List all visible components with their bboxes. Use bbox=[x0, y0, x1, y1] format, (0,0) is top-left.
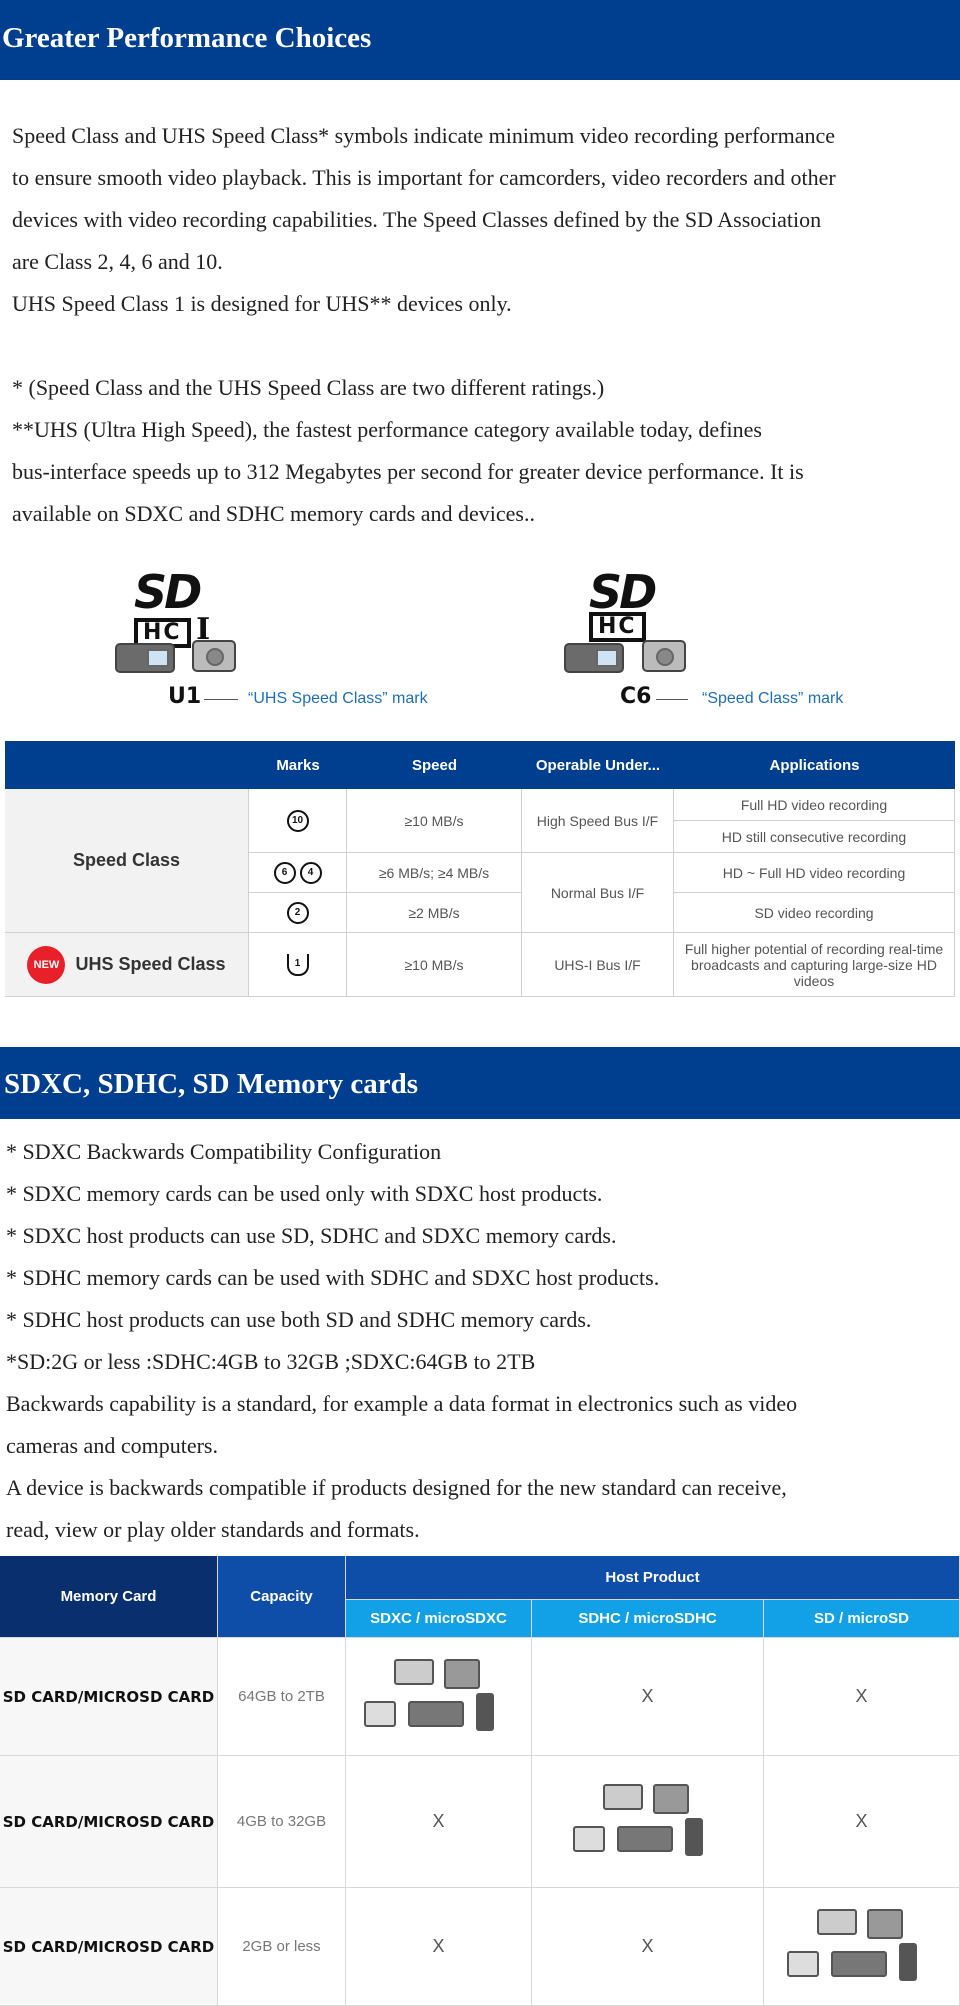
not-compatible-x: X bbox=[764, 1756, 960, 1888]
notes-paragraph: * (Speed Class and the UHS Speed Class a… bbox=[12, 367, 804, 535]
speed-value: ≥2 MB/s bbox=[347, 893, 522, 933]
subheader-sdxc: SDXC / microSDXC bbox=[346, 1600, 532, 1638]
mark-uhs-1: 1 bbox=[249, 933, 347, 997]
notes-line: available on SDXC and SDHC memory cards … bbox=[12, 501, 535, 526]
compatibility-notes: * SDXC Backwards Compatibility Configura… bbox=[6, 1131, 797, 1551]
caption-leader-line bbox=[656, 699, 688, 700]
application-value: SD video recording bbox=[674, 893, 955, 933]
intro-line: to ensure smooth video playback. This is… bbox=[12, 165, 836, 190]
header-host-product: Host Product bbox=[346, 1556, 960, 1600]
camcorder-icon bbox=[115, 643, 175, 673]
not-compatible-x: X bbox=[532, 1888, 764, 2006]
not-compatible-x: X bbox=[764, 1638, 960, 1756]
intro-line: are Class 2, 4, 6 and 10. bbox=[12, 249, 223, 274]
caption-leader-line bbox=[204, 699, 238, 700]
camera-icon bbox=[642, 640, 686, 672]
note-line: A device is backwards compatible if prod… bbox=[6, 1475, 787, 1500]
section-title-memory-cards: SDXC, SDHC, SD Memory cards bbox=[0, 1047, 960, 1119]
speed-value: ≥10 MB/s bbox=[347, 933, 522, 997]
uhs-mark-caption: “UHS Speed Class” mark bbox=[248, 690, 428, 707]
mark-class-10: 10 bbox=[249, 789, 347, 853]
class-2-icon: 2 bbox=[286, 901, 309, 924]
class-10-icon: 10 bbox=[286, 809, 309, 832]
table-row-card: SD CARD/MICROSD CARD bbox=[0, 1638, 218, 1756]
camcorder-icon bbox=[564, 643, 624, 673]
header-applications: Applications bbox=[674, 741, 955, 789]
uhs-roman-numeral: I bbox=[196, 612, 211, 647]
speed-value: ≥10 MB/s bbox=[347, 789, 522, 853]
notes-line: * (Speed Class and the UHS Speed Class a… bbox=[12, 375, 605, 400]
devices-icon bbox=[786, 1907, 937, 1987]
header-memory-card: Memory Card bbox=[0, 1556, 218, 1638]
sd-logo-text: SD bbox=[134, 565, 202, 619]
notes-line: **UHS (Ultra High Speed), the fastest pe… bbox=[12, 417, 762, 442]
notes-line: bus-interface speeds up to 312 Megabytes… bbox=[12, 459, 804, 484]
uhs-1-icon: 1 bbox=[286, 953, 309, 976]
compatible-devices bbox=[764, 1888, 960, 2006]
class-6-icon: 6 bbox=[273, 861, 296, 884]
application-value: Full higher potential of recording real-… bbox=[674, 933, 955, 997]
operable-value: UHS-I Bus I/F bbox=[522, 933, 674, 997]
speed-mark-caption: “Speed Class” mark bbox=[702, 690, 844, 707]
table-row-capacity: 64GB to 2TB bbox=[218, 1638, 346, 1756]
intro-line: Speed Class and UHS Speed Class* symbols… bbox=[12, 123, 836, 148]
class-4-icon: 4 bbox=[299, 861, 322, 884]
speed-class-table: Marks Speed Operable Under... Applicatio… bbox=[5, 741, 955, 997]
table-row-card: SD CARD/MICROSD CARD bbox=[0, 1756, 218, 1888]
sd-logo-text: SD bbox=[589, 565, 657, 619]
compatible-devices bbox=[346, 1638, 532, 1756]
table-row-capacity: 2GB or less bbox=[218, 1888, 346, 2006]
devices-icon bbox=[363, 1657, 514, 1737]
mark-class-6-4: 6 4 bbox=[249, 853, 347, 893]
application-value: HD still consecutive recording bbox=[674, 821, 955, 853]
sdhc-uhs-logo: SD HC I bbox=[134, 565, 211, 648]
uhs-label-text: UHS Speed Class bbox=[75, 954, 226, 974]
note-line: *SD:2G or less :SDHC:4GB to 32GB ;SDXC:6… bbox=[6, 1349, 536, 1374]
note-line: * SDHC host products can use both SD and… bbox=[6, 1307, 592, 1332]
mark-class-2: 2 bbox=[249, 893, 347, 933]
note-line: cameras and computers. bbox=[6, 1433, 218, 1458]
intro-paragraph: Speed Class and UHS Speed Class* symbols… bbox=[12, 115, 836, 325]
operable-value: Normal Bus I/F bbox=[522, 853, 674, 933]
header-operable: Operable Under... bbox=[522, 741, 674, 789]
uhs-class-mark-icon: U1 bbox=[168, 684, 202, 709]
operable-value: High Speed Bus I/F bbox=[522, 789, 674, 853]
note-line: * SDXC host products can use SD, SDHC an… bbox=[6, 1223, 617, 1248]
not-compatible-x: X bbox=[532, 1638, 764, 1756]
note-line: Backwards capability is a standard, for … bbox=[6, 1391, 798, 1416]
compatible-devices bbox=[532, 1756, 764, 1888]
note-line: * SDHC memory cards can be used with SDH… bbox=[6, 1265, 660, 1290]
header-speed: Speed bbox=[347, 741, 522, 789]
note-line: * SDXC Backwards Compatibility Configura… bbox=[6, 1139, 442, 1164]
speed-value: ≥6 MB/s; ≥4 MB/s bbox=[347, 853, 522, 893]
speed-class-label: Speed Class bbox=[5, 789, 249, 933]
intro-line: devices with video recording capabilitie… bbox=[12, 207, 822, 232]
section-title-performance: Greater Performance Choices bbox=[0, 0, 960, 80]
hc-logo-text: HC bbox=[589, 612, 646, 642]
table-row-capacity: 4GB to 32GB bbox=[218, 1756, 346, 1888]
memory-card-table: Memory Card Capacity Host Product SDXC /… bbox=[0, 1556, 960, 2006]
application-value: HD ~ Full HD video recording bbox=[674, 853, 955, 893]
speed-class-mark-icon: C6 bbox=[620, 684, 652, 709]
subheader-sdhc: SDHC / microSDHC bbox=[532, 1600, 764, 1638]
not-compatible-x: X bbox=[346, 1756, 532, 1888]
camera-icon bbox=[192, 640, 236, 672]
sdhc-logo: SD HC bbox=[589, 565, 657, 642]
intro-line: UHS Speed Class 1 is designed for UHS** … bbox=[12, 291, 512, 316]
uhs-speed-class-label: NEW UHS Speed Class bbox=[5, 933, 249, 997]
application-value: Full HD video recording bbox=[674, 789, 955, 821]
header-capacity: Capacity bbox=[218, 1556, 346, 1638]
note-line: * SDXC memory cards can be used only wit… bbox=[6, 1181, 603, 1206]
subheader-sd: SD / microSD bbox=[764, 1600, 960, 1638]
table-row-card: SD CARD/MICROSD CARD bbox=[0, 1888, 218, 2006]
devices-icon bbox=[572, 1782, 723, 1862]
header-marks: Marks bbox=[249, 741, 347, 789]
note-line: read, view or play older standards and f… bbox=[6, 1517, 420, 1542]
not-compatible-x: X bbox=[346, 1888, 532, 2006]
new-badge: NEW bbox=[27, 945, 66, 984]
